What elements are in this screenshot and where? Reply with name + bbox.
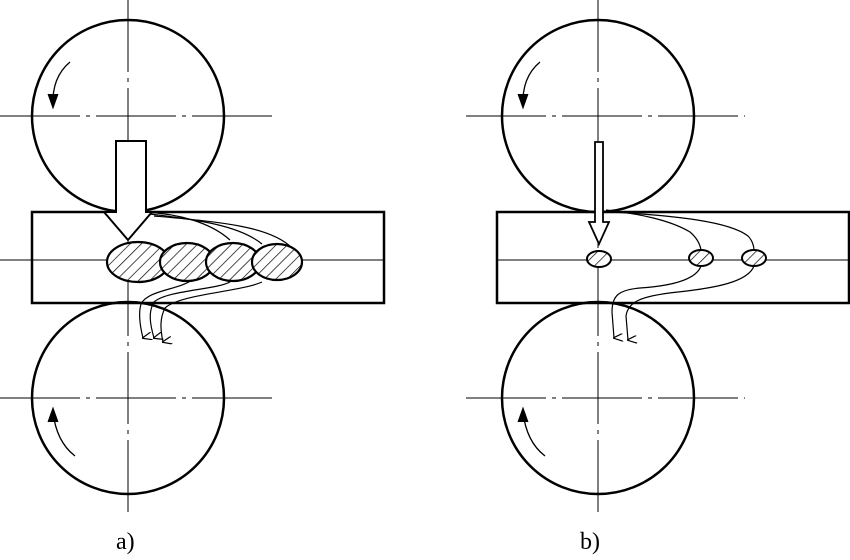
panel-b-centerlines xyxy=(466,0,850,518)
panel-a-force-arrow xyxy=(101,140,155,242)
panel-a-caption: a) xyxy=(116,529,135,555)
panel-b-current-paths xyxy=(605,209,755,340)
panel-b-caption: b) xyxy=(580,529,600,555)
panel-b-lower-roller xyxy=(500,300,696,496)
panel-b xyxy=(466,0,850,518)
panel-a-current-paths xyxy=(138,211,293,342)
panel-b-workpiece xyxy=(495,210,850,305)
panel-b-force-arrow xyxy=(587,141,611,247)
panel-a-workpiece xyxy=(30,210,386,305)
panel-a-weld-seam xyxy=(105,240,304,284)
panel-a-lower-roller xyxy=(30,300,226,496)
panel-a xyxy=(0,0,386,518)
panel-b-weld-spots xyxy=(586,249,767,268)
